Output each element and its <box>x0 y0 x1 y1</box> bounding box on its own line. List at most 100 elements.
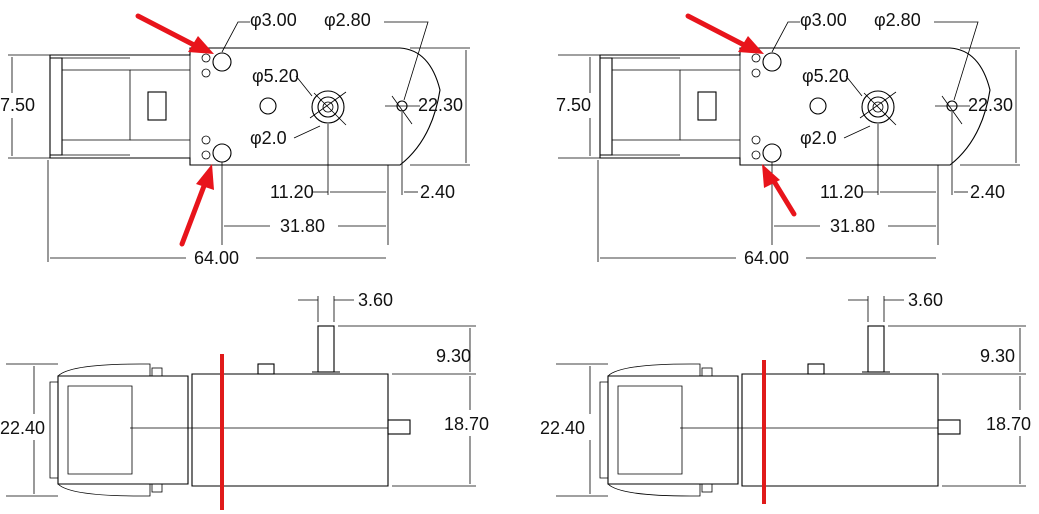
label-gearbox-height: 22.40 <box>0 418 45 438</box>
leader-line <box>941 95 963 125</box>
label-overall-length: 64.00 <box>194 248 239 268</box>
gearbox-cap <box>49 381 59 479</box>
red-arrow-bottom <box>179 164 214 247</box>
body-bump <box>807 363 825 375</box>
label-shaft-dia: φ5.20 <box>802 66 849 86</box>
output-shaft <box>867 325 885 373</box>
gearbox-inner <box>67 385 133 475</box>
label-dist-a: 11.20 <box>820 182 864 202</box>
output-shaft <box>317 325 335 373</box>
label-shaft-width: 3.60 <box>908 290 943 310</box>
end-cap <box>600 57 613 156</box>
leader-line <box>309 91 347 119</box>
label-body-height: 18.70 <box>986 414 1031 434</box>
label-shaft-width: 3.60 <box>358 290 393 310</box>
clip-bottom <box>607 483 701 497</box>
label-gearbox-height: 22.40 <box>540 418 585 438</box>
center-hole <box>809 97 827 115</box>
label-dist-b: 2.40 <box>970 182 1005 202</box>
mount-hole-top <box>212 52 232 72</box>
leader-line <box>313 92 347 126</box>
side-view: 3.60 9.30 18.70 <box>0 290 489 510</box>
clip-tab <box>147 91 167 121</box>
label-small-hole: φ2.0 <box>250 128 287 148</box>
label-shaft-dia: φ5.20 <box>252 66 299 86</box>
label-small-hole: φ2.0 <box>800 128 837 148</box>
small-hole <box>751 68 761 78</box>
label-hole-right: φ2.80 <box>324 10 371 30</box>
small-hole <box>201 150 211 160</box>
end-cap-inner <box>612 69 681 141</box>
clip-top <box>57 363 151 377</box>
leader-phi3 <box>771 21 800 53</box>
label-height: 22.30 <box>968 95 1013 115</box>
small-hole <box>751 135 761 145</box>
red-arrow-top <box>685 13 764 54</box>
drawing-copy-left: φ3.00 φ2.80 φ5.20 φ2.0 22.30 7.50 <box>0 10 489 510</box>
mount-hole-top <box>762 52 782 72</box>
label-dist-c: 31.80 <box>280 216 325 236</box>
top-view: φ3.00 φ2.80 φ5.20 φ2.0 22.30 7.50 <box>0 10 470 268</box>
shaft-boss <box>861 90 895 124</box>
label-height: 22.30 <box>418 95 463 115</box>
top-view: φ3.00 φ2.80 φ5.20 φ2.0 22.30 7.50 11.20 … <box>556 10 1020 268</box>
gearbox-cap <box>599 381 609 479</box>
end-cap <box>50 57 63 156</box>
gearbox-outline <box>599 47 991 166</box>
label-left-height: 7.50 <box>556 95 591 115</box>
leader-phi2 <box>293 125 321 139</box>
drawing-copy-right: φ3.00 φ2.80 φ5.20 φ2.0 22.30 7.50 11.20 … <box>540 10 1031 504</box>
label-dist-c: 31.80 <box>830 216 875 236</box>
label-hole-right: φ2.80 <box>874 10 921 30</box>
tab <box>701 367 713 377</box>
leader-line <box>391 95 413 125</box>
mount-hole-bottom <box>762 143 782 163</box>
side-view: 3.60 9.30 18.70 22.40 <box>540 290 1031 504</box>
small-hole <box>201 68 211 78</box>
label-overall-length: 64.00 <box>744 248 789 268</box>
rear-shaft <box>937 419 961 435</box>
leader-phi52 <box>845 75 863 97</box>
tab <box>701 483 713 493</box>
red-arrow-bottom <box>762 164 797 217</box>
small-hole <box>751 150 761 160</box>
label-left-height: 7.50 <box>0 95 35 115</box>
leader-phi3 <box>221 21 250 53</box>
label-body-height: 18.70 <box>444 414 489 434</box>
leader-line <box>863 92 897 126</box>
shaft <box>872 101 884 113</box>
gearbox-outline <box>49 47 441 166</box>
shaft-boss-inner <box>867 96 889 118</box>
leader-line <box>859 91 897 119</box>
motor-body <box>741 373 939 487</box>
small-hole <box>201 53 211 63</box>
tab <box>151 483 163 493</box>
clip-top <box>607 363 701 377</box>
label-shaft-height: 9.30 <box>436 346 471 366</box>
shaft <box>322 101 334 113</box>
small-hole <box>201 135 211 145</box>
red-arrow-top <box>135 13 214 54</box>
leader-phi28 <box>384 21 429 101</box>
shaft-boss <box>311 90 345 124</box>
label-dist-b: 2.40 <box>420 182 455 202</box>
mount-hole-bottom <box>212 143 232 163</box>
shaft-boss-inner <box>317 96 339 118</box>
label-dist-a: 11.20 <box>270 182 314 202</box>
leader-phi52 <box>295 75 313 97</box>
body-bump <box>257 363 275 375</box>
label-hole-large: φ3.00 <box>800 10 847 30</box>
clip-bottom <box>57 483 151 497</box>
end-cap-inner <box>62 69 131 141</box>
rear-shaft <box>387 419 411 435</box>
gearbox-inner <box>617 385 683 475</box>
gearbox-side <box>57 375 189 485</box>
leader-phi28 <box>934 21 979 101</box>
tab <box>151 367 163 377</box>
motor-body <box>191 373 389 487</box>
leader-phi2 <box>843 125 871 139</box>
center-hole <box>259 97 277 115</box>
label-shaft-height: 9.30 <box>980 346 1015 366</box>
small-hole <box>751 53 761 63</box>
